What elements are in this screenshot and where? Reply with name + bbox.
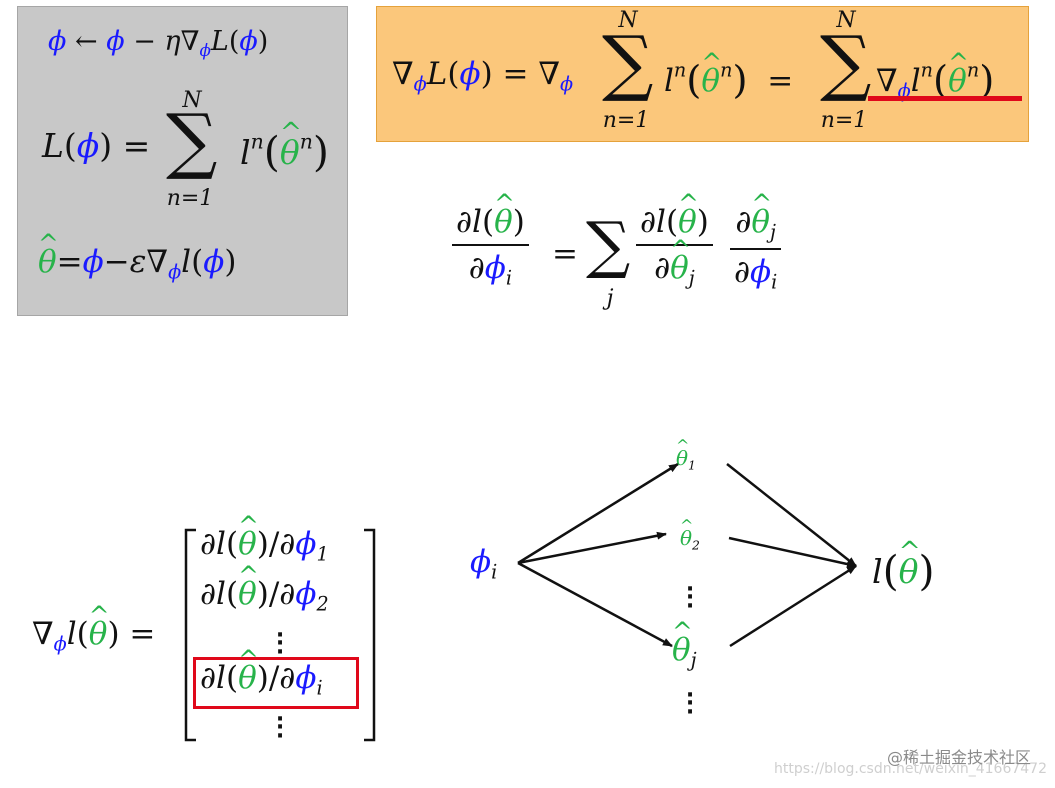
highlight-underline bbox=[868, 96, 1022, 101]
sum-upper-limit-2: N bbox=[836, 8, 856, 33]
sum-index-j: j bbox=[606, 286, 614, 311]
theta-hat-equation: θ=ϕ−ε∇ϕl(ϕ) bbox=[38, 229, 236, 284]
edge-phi-thetaj bbox=[517, 561, 673, 648]
node-theta-2: θ2 bbox=[680, 516, 700, 552]
gradient-total-equation: ∇ϕL(ϕ) = ∇ϕ N ∑ n=1 ln(θn) = N ∑ n=1 ∇ϕl… bbox=[392, 8, 1026, 138]
sum-upper-limit: N bbox=[182, 88, 202, 113]
sum-lower-limit: n=1 bbox=[166, 186, 214, 211]
node-ellipsis-2: ··· bbox=[685, 683, 695, 725]
edge-theta1-l bbox=[726, 463, 857, 567]
edge-phi-theta2 bbox=[517, 531, 667, 565]
matrix-brackets bbox=[184, 528, 376, 742]
watermark-text: @稀土掘金技术社区 bbox=[886, 748, 1031, 767]
node-theta-j: θj bbox=[672, 617, 697, 672]
node-phi-i: ϕi bbox=[470, 544, 498, 584]
chain-rule-equation: ∂l(θ) ∂ϕi = ∑ j ∂l(θ) ∂θj ∂θj ∂ϕi bbox=[452, 189, 812, 322]
node-theta-1: θ1 bbox=[676, 436, 696, 472]
sum-lower-limit-2: n=1 bbox=[820, 108, 868, 133]
edge-phi-theta1 bbox=[517, 462, 679, 565]
highlight-box bbox=[193, 657, 359, 709]
sum-lower-limit-1: n=1 bbox=[602, 108, 650, 133]
loss-sum-equation: L(ϕ) = N ∑ n=1 ln(θn) bbox=[42, 88, 342, 220]
edge-thetaj-l bbox=[729, 564, 857, 648]
node-loss: l(θ) bbox=[872, 536, 935, 595]
sum-upper-limit-1: N bbox=[618, 8, 638, 33]
orange-gradient-box bbox=[376, 6, 1029, 142]
update-rule-equation: ϕ ← ϕ − η∇ϕL(ϕ) bbox=[48, 26, 269, 60]
gradient-vector-equation: ∇ϕl(θ) = ∂l(θ)/∂ϕ1 ∂l(θ)/∂ϕ2 ··· ∂l(θ)/∂… bbox=[32, 511, 392, 750]
edge-theta2-l bbox=[728, 536, 857, 568]
node-ellipsis-1: ··· bbox=[685, 577, 695, 619]
watermark-url: https://blog.csdn.net/weixin_41667472 bbox=[773, 761, 1047, 777]
